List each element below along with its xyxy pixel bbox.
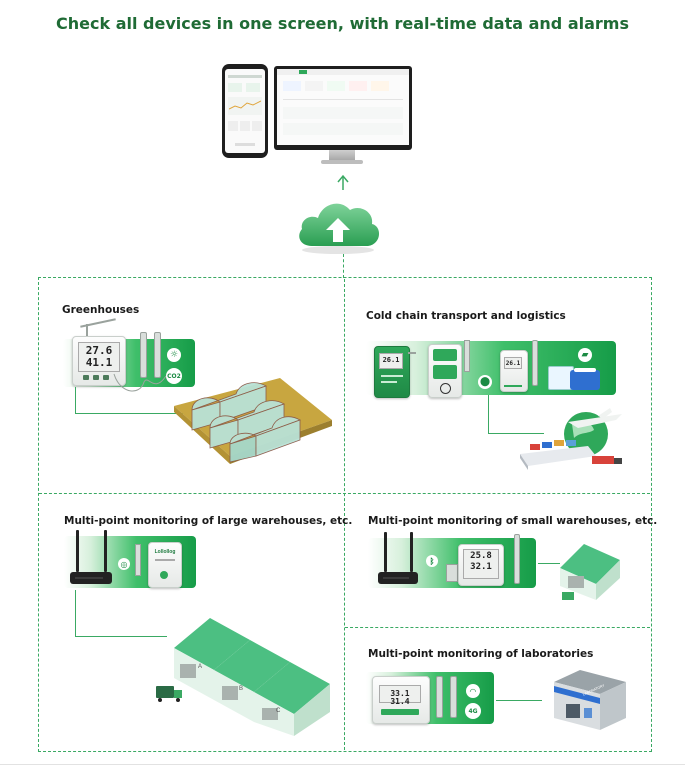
greenhouses-label: Greenhouses bbox=[62, 304, 140, 316]
truck-icon: ▰ bbox=[578, 348, 592, 362]
cold-chain-connector-h bbox=[488, 433, 544, 434]
small-warehouse-display: 25.8 32.1 bbox=[463, 549, 499, 579]
warehouse-letter-a: A bbox=[198, 664, 203, 670]
cold-chain-connector-v bbox=[488, 395, 489, 433]
small-warehouses-label: Multi-point monitoring of small warehous… bbox=[368, 515, 658, 527]
frame-divider-vertical bbox=[344, 279, 345, 750]
small-router-antenna-right bbox=[410, 532, 413, 572]
warehouse-letter-b: B bbox=[239, 686, 244, 692]
wifi-icon: ◠ bbox=[466, 684, 480, 698]
small-router-antenna-left bbox=[384, 532, 387, 572]
greenhouse-probe-2 bbox=[154, 332, 161, 378]
large-warehouse-connector-h bbox=[75, 636, 167, 637]
frame-divider-horizontal-1 bbox=[39, 493, 650, 494]
phone-chart-icon bbox=[229, 100, 261, 110]
logistics-illustration bbox=[520, 408, 622, 470]
small-warehouse-logger: 25.8 32.1 bbox=[458, 544, 504, 586]
device-brand: Lollollog bbox=[154, 549, 176, 555]
small-router-device bbox=[378, 572, 418, 584]
large-warehouse-connector-v bbox=[75, 590, 76, 636]
cold-chain-label: Cold chain transport and logistics bbox=[366, 310, 566, 322]
greenhouse-display-top: 27.6 bbox=[85, 344, 113, 357]
small-warehouse-connector bbox=[538, 563, 560, 564]
cloud-icon bbox=[299, 203, 380, 254]
monitor-base bbox=[321, 160, 363, 164]
cold-chain-logger-1: 26.1 bbox=[374, 346, 410, 398]
frame-divider-horizontal-2 bbox=[345, 627, 650, 628]
cooler-blue bbox=[570, 370, 600, 390]
router-antenna-left bbox=[76, 530, 79, 572]
large-warehouse-illustration bbox=[156, 618, 330, 736]
greenhouse-logger-device: 27.6 41.1 bbox=[72, 336, 126, 386]
page-title: Check all devices in one screen, with re… bbox=[56, 14, 629, 33]
laboratory-display-value: 33.1 31.4 bbox=[390, 689, 410, 706]
cold-chain-display-1: 26.1 bbox=[379, 353, 403, 369]
cooler-box bbox=[548, 366, 574, 390]
monitor-mockup bbox=[274, 66, 412, 150]
greenhouse-connector-h bbox=[75, 413, 185, 414]
co2-icon-label: CO2 bbox=[167, 372, 181, 380]
greenhouse-connector-v bbox=[75, 387, 76, 413]
cold-chain-display-3: 26.1 bbox=[504, 357, 522, 369]
sun-icon: ☼ bbox=[167, 348, 181, 362]
co2-icon: CO2 bbox=[166, 368, 182, 384]
location-pin-icon: ⬤ bbox=[478, 375, 492, 389]
scenarios-frame bbox=[38, 277, 652, 752]
monitor-screen bbox=[277, 69, 409, 145]
4g-icon-label: 4G bbox=[468, 707, 478, 715]
cold-chain-logger-2 bbox=[428, 344, 462, 398]
warehouse-letter-c: C bbox=[276, 708, 281, 714]
bluetooth-icon: ᛒ bbox=[426, 555, 438, 567]
small-warehouse-illustration bbox=[560, 544, 620, 600]
router-antenna-right bbox=[104, 530, 107, 572]
greenhouse-probe-1 bbox=[140, 332, 147, 378]
up-arrow-icon bbox=[337, 174, 349, 190]
wireless-icon: ◎ bbox=[118, 558, 130, 570]
4g-icon: 4G bbox=[465, 703, 481, 719]
lab-probe-2 bbox=[450, 676, 457, 718]
phone-screen bbox=[225, 69, 265, 153]
laboratory-display: 33.1 31.4 bbox=[379, 685, 421, 706]
greenhouse-illustration bbox=[174, 378, 332, 464]
cloud-connector bbox=[343, 254, 344, 278]
large-warehouse-logger: Lollollog bbox=[148, 542, 182, 588]
laboratory-building-illustration bbox=[554, 670, 626, 730]
small-display-top: 25.8 bbox=[470, 551, 492, 561]
laboratory-connector bbox=[496, 700, 542, 701]
phone-mockup bbox=[222, 64, 268, 158]
large-warehouses-label: Multi-point monitoring of large warehous… bbox=[64, 515, 353, 527]
laboratory-logger: 33.1 31.4 bbox=[372, 676, 430, 724]
bottom-divider bbox=[0, 764, 685, 765]
small-display-bottom: 32.1 bbox=[470, 562, 492, 572]
laboratories-label: Multi-point monitoring of laboratories bbox=[368, 648, 594, 660]
monitor-stand bbox=[329, 150, 355, 160]
cold-chain-logger-3: 26.1 bbox=[500, 350, 528, 392]
greenhouse-display-bottom: 41.1 bbox=[85, 356, 113, 369]
cold-chain-button-icon bbox=[440, 383, 451, 394]
router-device bbox=[70, 572, 112, 584]
lab-probe-1 bbox=[436, 676, 443, 718]
greenhouse-display: 27.6 41.1 bbox=[78, 342, 120, 372]
